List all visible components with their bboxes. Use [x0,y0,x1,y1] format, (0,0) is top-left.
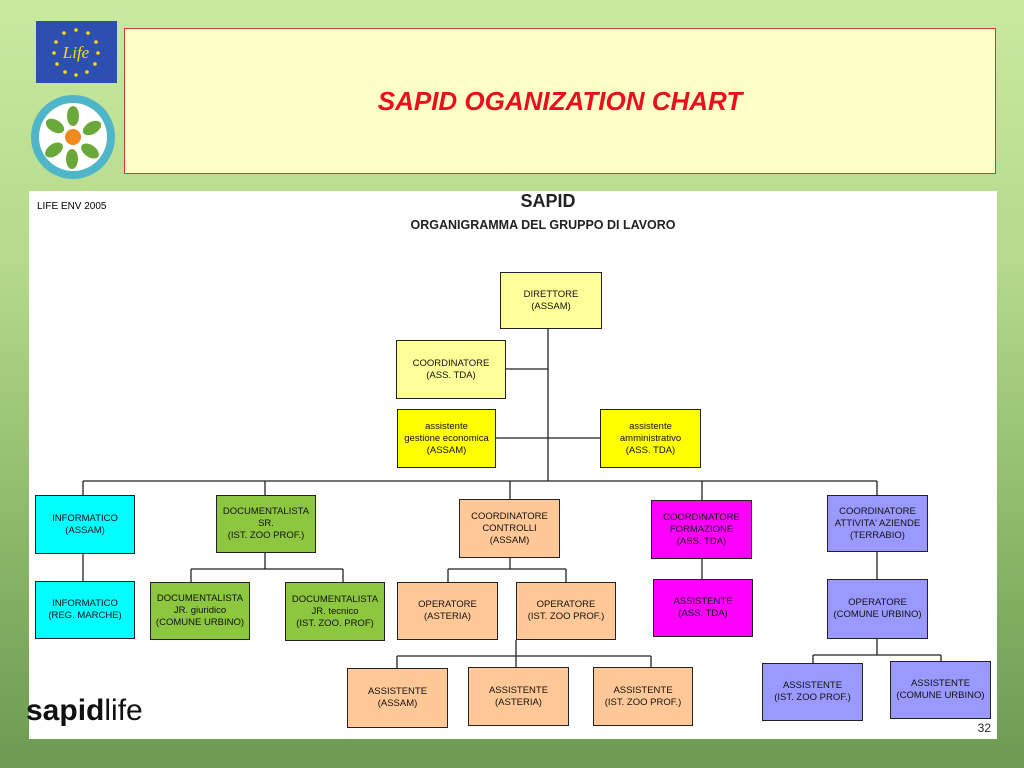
slide-title-box: SAPID OGANIZATION CHART [124,28,996,174]
connector-lines [82,329,942,668]
node-coordinatore-tda: COORDINATORE(ASS. TDA) [396,340,506,399]
brand-light: life [104,694,143,727]
node-assistente-assam: ASSISTENTE(ASSAM) [347,668,448,728]
page-number: 32 [977,721,991,735]
node-assistente-ass-tda: ASSISTENTE(ASS. TDA) [653,579,753,637]
program-label: LIFE ENV 2005 [37,201,107,212]
brand-bold: sapid [26,694,105,727]
node-assistente-comune-urbino: ASSISTENTE(COMUNE URBINO) [890,661,991,719]
org-chart-title: SAPID [520,191,576,211]
org-chart-panel: LIFE ENV 2005 SAPID ORGANIGRAMMA DEL GRU… [29,191,997,739]
node-informatico-assam: INFORMATICO(ASSAM) [35,495,135,554]
node-operatore-comune-urbino: OPERATORE(COMUNE URBINO) [827,579,928,639]
eu-life-logo: Life [36,21,117,83]
sapid-flower-logo [28,92,118,182]
node-operatore-asteria: OPERATORE(ASTERIA) [397,582,498,640]
node-assistente-ist-zoo: ASSISTENTE(IST. ZOO PROF.) [593,667,693,726]
node-operatore-ist-zoo: OPERATORE(IST. ZOO PROF.) [516,582,616,640]
sapidlife-brand: sapidlife [26,694,143,728]
org-chart-subtitle: ORGANIGRAMMA DEL GRUPPO DI LAVORO [410,218,676,232]
node-informatico-reg-marche: INFORMATICO(REG. MARCHE) [35,581,135,639]
node-assistente-asteria: ASSISTENTE(ASTERIA) [468,667,569,726]
slide-title: SAPID OGANIZATION CHART [377,85,743,116]
node-direttore: DIRETTORE(ASSAM) [500,272,602,329]
node-assistente-ist-zoo-2: ASSISTENTE(IST. ZOO PROF.) [762,663,863,721]
eu-logo-text: Life [62,43,90,62]
